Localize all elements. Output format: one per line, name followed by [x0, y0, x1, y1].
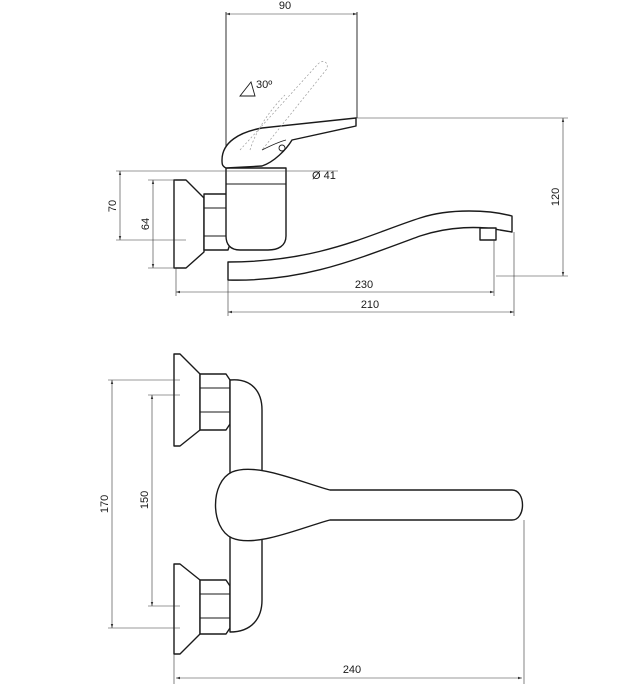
- lever-handle: [221, 117, 357, 169]
- upper-hex-connector: [199, 373, 231, 431]
- dim-lever-angle: 30º: [256, 79, 272, 91]
- lever-tilted-outline: [239, 61, 328, 151]
- aerator: [479, 227, 497, 241]
- wall-flange: [173, 179, 205, 269]
- dim-reach-210: 210: [361, 299, 379, 311]
- dim-length-240: 240: [343, 664, 361, 676]
- dim-reach-230: 230: [355, 279, 373, 291]
- dim-height-120: 120: [550, 188, 562, 206]
- side-view: 30º 90 Ø 41 70 64 120 230 210: [107, 0, 568, 316]
- dim-centers-150: 150: [139, 491, 151, 509]
- dim-flange-70: 70: [107, 200, 119, 212]
- top-view: 170 150 240: [99, 353, 525, 684]
- angle-indicator: [239, 81, 256, 97]
- lever-handle-top: [214, 468, 524, 542]
- lower-hex-connector: [199, 579, 231, 635]
- dim-body-diameter: Ø 41: [312, 170, 336, 182]
- dim-centers-170: 170: [99, 495, 111, 513]
- dim-flange-64: 64: [140, 218, 152, 230]
- lever-clearance-outline: [225, 12, 358, 160]
- mixer-body: [225, 167, 287, 251]
- spout: [227, 210, 513, 281]
- upper-wall-flange: [173, 353, 201, 447]
- lower-wall-flange: [173, 563, 201, 655]
- dim-top-width: 90: [279, 0, 291, 12]
